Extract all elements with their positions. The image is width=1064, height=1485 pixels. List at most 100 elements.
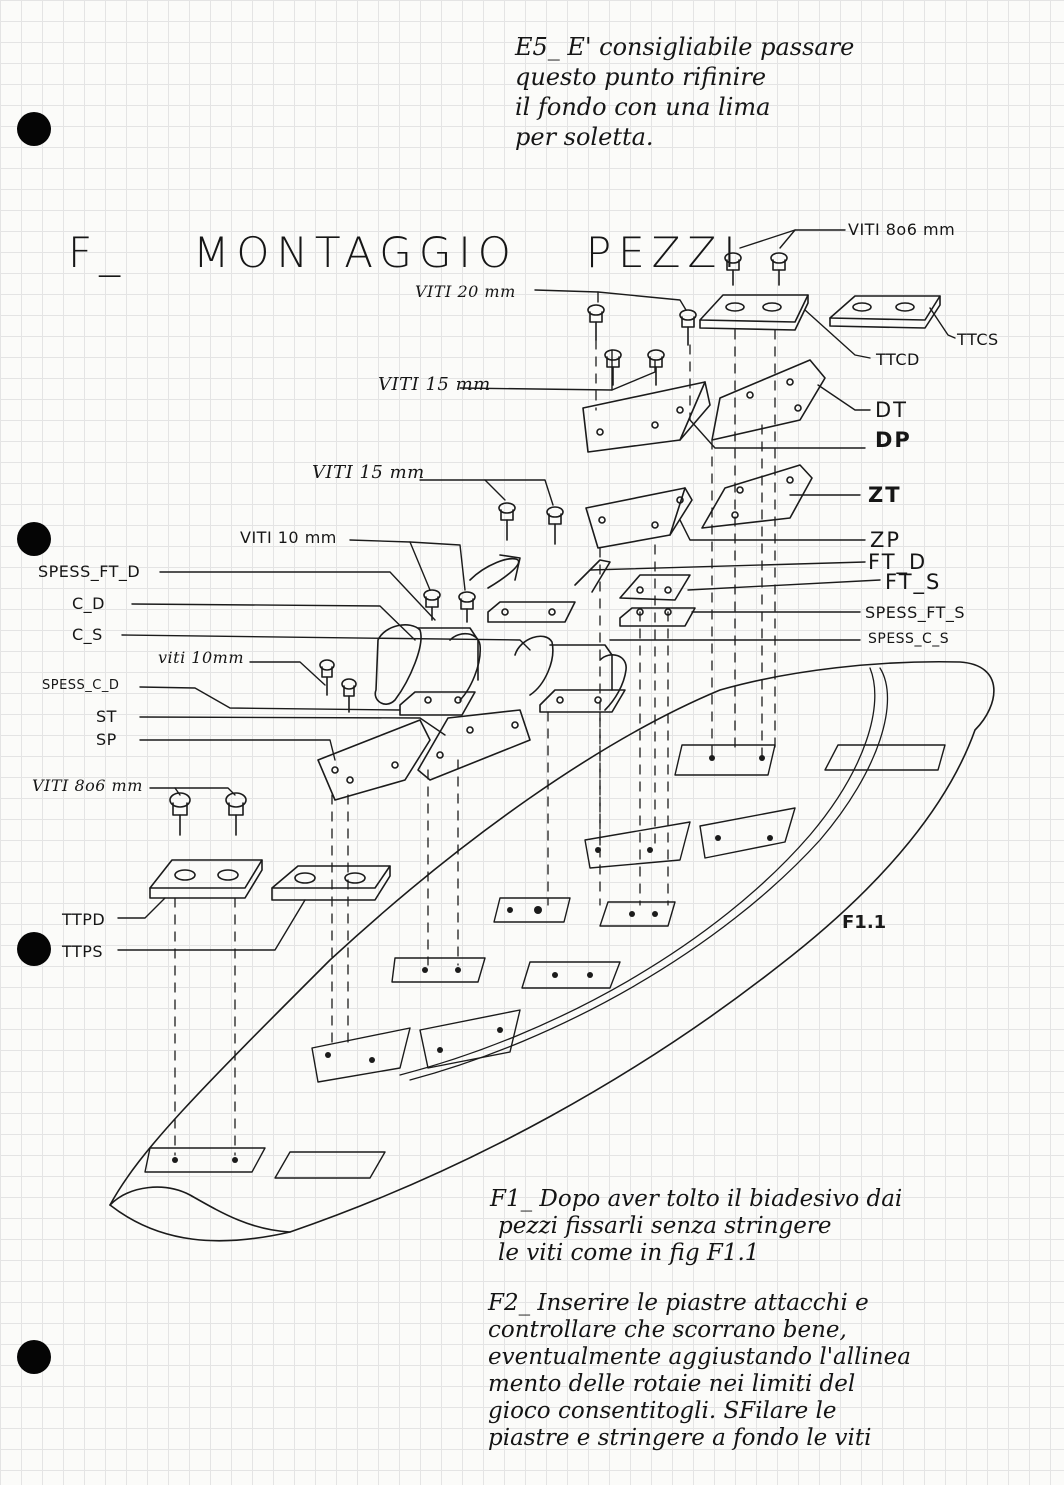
part-spess-ft-s [620,608,695,626]
part-ttcs [830,296,940,328]
screw-8x6-bottom-1 [170,793,190,835]
screw-8x6-top-1 [725,253,741,285]
screw-20-2 [680,310,696,345]
label-ttps: TTPS [62,942,104,961]
screw-15-4 [547,507,563,544]
screw-15-1 [605,350,621,385]
label-viti-10-b: viti 10mm [158,648,244,667]
instruction-f2-line-1: F2_ Inserire le piastre attacchi e [488,1290,869,1316]
screws [170,253,787,835]
label-viti-10-a: VITI 10 mm [240,528,337,547]
screw-8x6-bottom-2 [226,793,246,835]
instruction-f2-line-2: controllare che scorrano bene, [488,1317,847,1343]
instruction-f1-line-1: F1_ Dopo aver tolto il biadesivo dai [490,1186,903,1212]
part-c-s [515,636,626,710]
figure-id: F1.1 [842,912,887,933]
note-e5: E5_ E' consigliabile passare questo punt… [515,32,1015,152]
pad-ft-d [494,898,570,922]
pad-ttcs [825,745,945,770]
instruction-f2: F2_ Inserire le piastre attacchi e contr… [488,1290,911,1452]
part-spess-c-d [400,692,475,715]
pad-zp [585,822,690,868]
label-st: ST [96,707,117,726]
pad-ft-s [600,902,675,926]
label-c-d: C_D [72,594,105,613]
part-dt [712,360,825,440]
label-ttcs: TTCS [957,330,999,349]
pad-ttpd [145,1148,265,1172]
part-st [418,710,530,780]
label-viti-15-a: VITI 15 mm [378,374,491,395]
screw-10-4 [342,679,356,712]
pad-c-s [522,962,620,988]
pad-ttps [275,1152,385,1178]
pad-ttcd [675,745,775,775]
instruction-f2-line-4: mento delle rotaie nei limiti del [488,1371,856,1397]
part-spess-c-s [540,690,625,712]
instruction-f1: F1_ Dopo aver tolto il biadesivo dai pez… [490,1186,902,1267]
part-ttps [272,866,390,900]
section-title: F_ MONTAGGIO PEZZI [68,228,743,277]
label-sp: SP [96,730,117,749]
screw-8x6-top-2 [771,253,787,285]
part-ft-s [620,575,690,600]
part-spess-ft-d [488,602,575,622]
instruction-f1-line-2: pezzi fissarli senza stringere [498,1213,832,1239]
screw-15-2 [648,350,664,385]
pad-zt [700,808,795,858]
screw-15-3 [499,503,515,540]
label-zp: ZP [870,528,902,552]
section-word-montaggio: MONTAGGIO [193,228,518,277]
pad-c-d [392,958,485,982]
punch-hole-lower [17,932,51,966]
screw-10-2 [459,592,475,622]
screw-20-1 [588,305,604,340]
instruction-f2-line-5: gioco consentitogli. SFilare le [488,1398,837,1424]
instruction-f2-line-6: piastre e stringere a fondo le viti [488,1425,872,1451]
part-dp [583,382,710,452]
note-e5-line-3: il fondo con una lima [515,93,771,121]
board-mounting-pads [145,745,945,1178]
part-ttcd [700,295,808,330]
instruction-f2-line-3: eventualmente aggiustando l'allinea [488,1344,911,1370]
note-e5-line-4: per soletta. [515,123,654,151]
part-ttpd [150,860,262,898]
leader-lines [118,230,955,950]
alignment-lines [175,330,775,1155]
section-word-pezzi: PEZZI [585,228,743,277]
label-spess-ft-s: SPESS_FT_S [865,603,966,622]
label-viti-20: VITI 20 mm [415,282,516,301]
label-spess-ft-d: SPESS_FT_D [38,562,141,581]
label-ft-s: FT_S [885,570,942,594]
label-ft-d: FT_D [868,550,928,574]
part-sp [318,720,430,800]
label-c-s: C_S [72,625,103,644]
label-spess-c-s: SPESS_C_S [868,631,950,647]
note-e5-line-1: E5_ E' consigliabile passare [515,33,855,61]
label-zt: ZT [868,483,902,507]
label-spess-c-d: SPESS_C_D [42,678,120,693]
label-viti-806-bottom: VITI 8o6 mm [32,776,143,795]
label-dt: DT [875,398,908,422]
part-ft-d [470,555,610,592]
punch-hole-top [17,112,51,146]
label-dp: DP [875,428,912,452]
label-viti-806-top: VITI 8o6 mm [848,220,956,239]
screw-10-1 [424,590,440,620]
pad-sp [312,1028,410,1082]
pad-screw-holes [172,755,773,1163]
section-letter: F_ [68,228,128,277]
punch-hole-bottom [17,1340,51,1374]
label-ttcd: TTCD [876,350,920,369]
pad-st [420,1010,520,1068]
screw-10-3 [320,660,334,695]
instruction-f1-line-3: le viti come in fig F1.1 [498,1240,760,1266]
splitboard-outline [110,662,994,1241]
part-zt [702,465,812,528]
punch-hole-upper [17,522,51,556]
note-e5-line-2: questo punto rifinire [515,63,767,91]
label-ttpd: TTPD [62,910,106,929]
part-zp [586,488,692,548]
label-viti-15-b: VITI 15 mm [312,462,425,483]
